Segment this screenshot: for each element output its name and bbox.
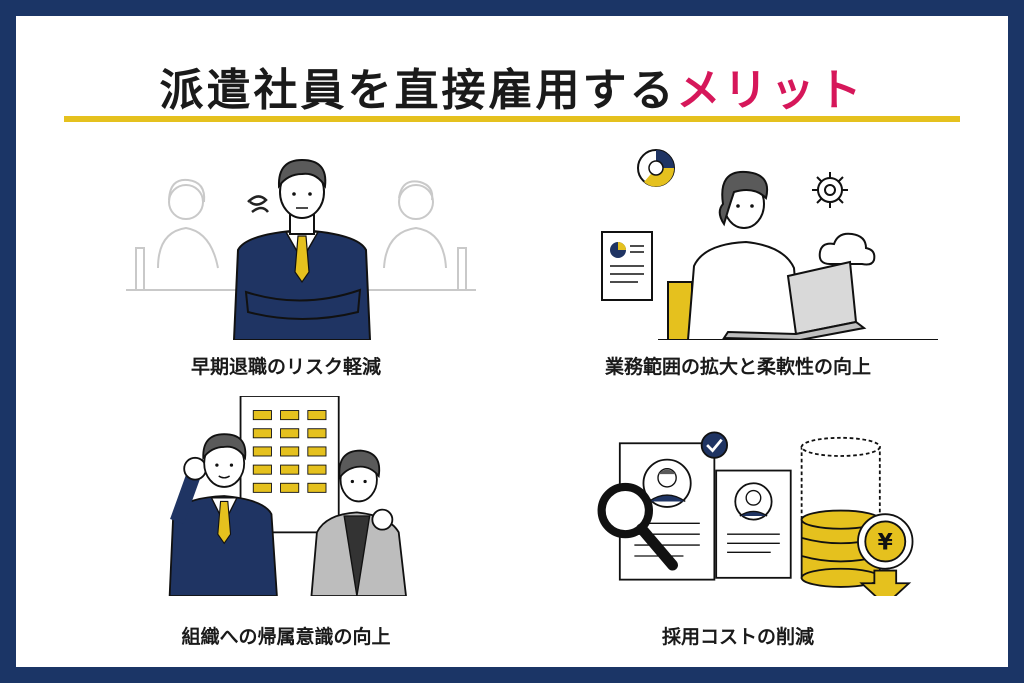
employees-with-building-illustration [168,396,407,596]
benefit-label: 早期退職のリスク軽減 [190,356,381,378]
businesswoman-fist-figure [310,449,407,596]
woman-at-laptop-illustration [601,149,938,340]
checkmark-badge-icon [700,431,728,459]
coin-stack-icon [800,436,881,588]
title-underline [64,116,960,122]
gear-icon [812,172,848,208]
yen-coin-icon: ¥ [857,513,914,570]
worry-swirl-icon [247,195,269,213]
office-woman-figure [667,170,802,340]
magnifying-glass-icon [597,482,678,571]
benefit-label: 業務範囲の拡大と柔軟性の向上 [604,356,871,378]
benefit-label: 組織への帰属意識の向上 [181,626,391,648]
businessman-figure [232,158,372,340]
report-document-icon [601,231,653,301]
coworker-left-figure [126,178,236,291]
worried-businessman-illustration [126,158,476,340]
page-title: 派遣社員を直接雇用するメリット [16,54,1008,118]
resume-card-icon [715,469,792,579]
businessman-fist-figure [168,433,278,596]
coworker-right-figure [366,180,476,291]
down-arrow-icon [859,569,912,596]
yen-symbol: ¥ [878,531,893,556]
resumes-and-coins-illustration: ¥ [597,431,914,596]
pie-chart-icon [637,149,675,187]
title-main: 派遣社員を直接雇用する [159,65,677,116]
cloud-icon [818,232,876,266]
title-accent: メリット [676,65,865,116]
poster-frame: 派遣社員を直接雇用するメリット [16,16,1008,667]
benefit-label: 採用コストの削減 [661,626,814,648]
laptop-icon [722,260,867,340]
